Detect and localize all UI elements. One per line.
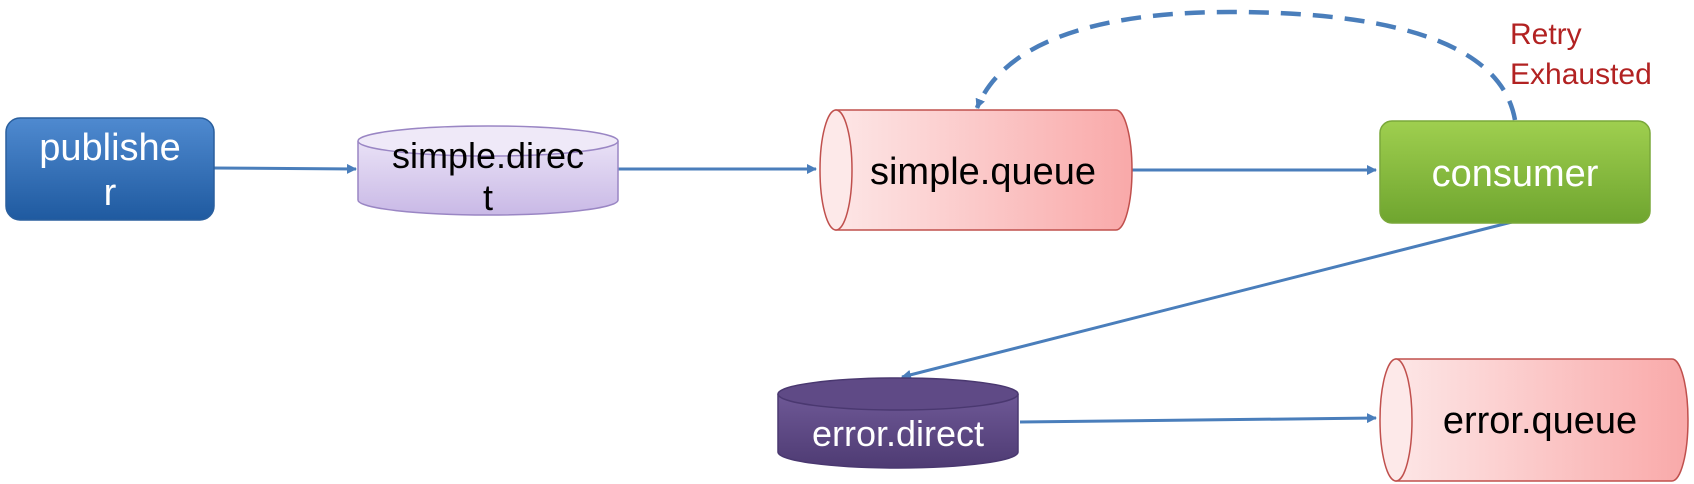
error-queue-node: error.queue [1379, 358, 1689, 482]
simple-exchange-label-line1: simple.direc [392, 135, 584, 176]
publisher-label-line1: publishe [39, 127, 181, 169]
retry-loop-arrow [974, 9, 1518, 121]
error-queue-label: error.queue [1443, 400, 1637, 442]
publisher-label-line2: r [104, 172, 117, 214]
retry-annotation-line2: Exhausted [1510, 58, 1652, 91]
simple-queue-node: simple.queue [819, 109, 1133, 231]
consumer-node: consumer [1379, 120, 1651, 224]
error-exchange-node: error.direct [777, 377, 1019, 469]
arrow-error-exchange-to-error-queue [1019, 413, 1377, 424]
retry-annotation-line1: Retry [1510, 18, 1582, 51]
retry-exhausted-annotation: Retry Exhausted [1510, 18, 1652, 91]
simple-queue-label: simple.queue [870, 151, 1096, 193]
simple-exchange-label-line2: t [483, 177, 493, 218]
simple-exchange-node: simple.direc t [357, 125, 619, 218]
arrow-publisher-to-simple-exchange [211, 163, 357, 174]
arrow-consumer-to-error-exchange [901, 220, 1513, 380]
consumer-label: consumer [1432, 153, 1599, 195]
publisher-node: publishe r [5, 117, 215, 221]
error-exchange-label: error.direct [812, 413, 984, 454]
